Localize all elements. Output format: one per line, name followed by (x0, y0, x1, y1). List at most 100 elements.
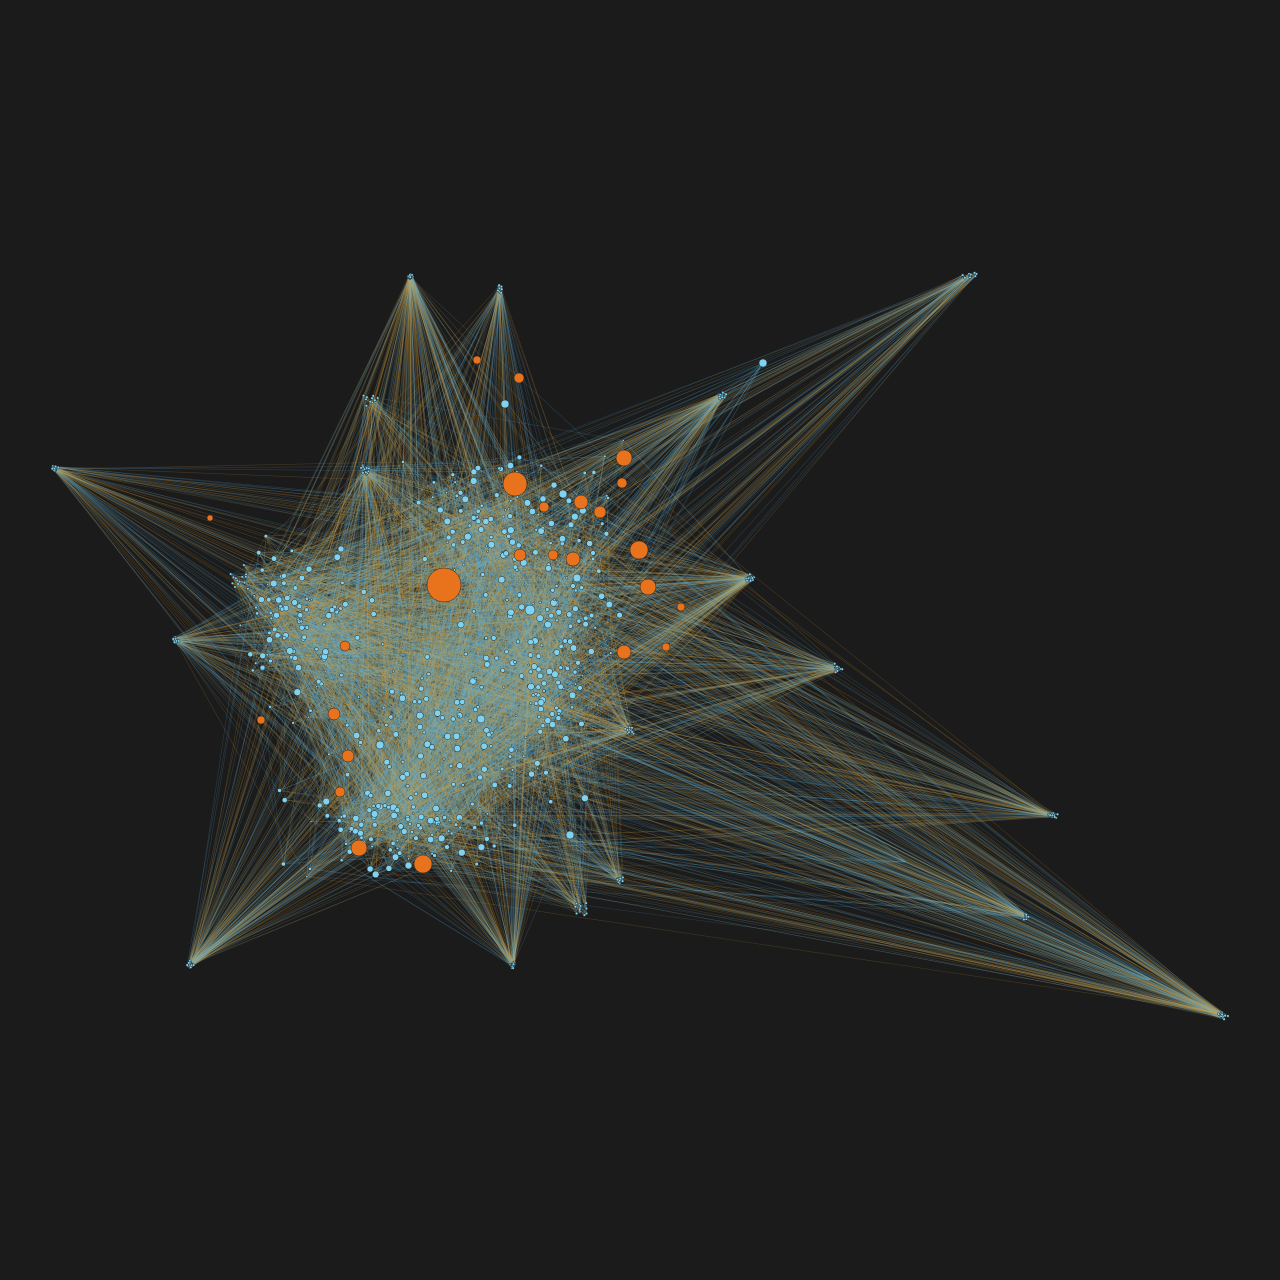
graph-edge (254, 595, 548, 625)
graph-edge (299, 621, 541, 677)
graph-edge (367, 615, 511, 794)
graph-edge (265, 535, 438, 714)
graph-edge (477, 468, 495, 639)
graph-edge (533, 568, 549, 696)
graph-edge (325, 670, 548, 721)
graph-edge (262, 471, 475, 657)
graph-edge (384, 615, 592, 806)
graph-edge (328, 615, 438, 714)
graph-edge (411, 795, 425, 833)
graph-edge (475, 555, 568, 679)
graph-edge (276, 576, 282, 616)
graph-edge (303, 496, 518, 640)
graph-edge (337, 557, 461, 828)
graph-edge (477, 511, 488, 839)
graph-edge (349, 761, 388, 852)
graph-edge (289, 620, 558, 652)
graph-edge (402, 609, 548, 699)
graph-edge (518, 545, 524, 757)
graph-edge (319, 658, 402, 694)
graph-edge (413, 667, 568, 808)
graph-edge (321, 468, 502, 657)
graph-edge (334, 606, 531, 704)
graph-edge (250, 654, 443, 719)
graph-edge (342, 582, 493, 733)
graph-edge (250, 654, 576, 673)
graph-edge (308, 533, 607, 718)
graph-edge (267, 654, 531, 672)
graph-edge (400, 797, 412, 827)
graph-edge (459, 608, 576, 821)
graph-edge (278, 536, 468, 601)
graph-edge (407, 508, 510, 818)
graph-edge (337, 510, 479, 558)
graph-edge (393, 670, 488, 815)
graph-edge (273, 518, 475, 584)
graph-edge (443, 495, 498, 760)
graph-edge (469, 518, 475, 721)
graph-edge (386, 724, 421, 757)
graph-edge (279, 771, 440, 791)
graph-edge (298, 602, 541, 668)
graph-edge (301, 627, 435, 683)
graph-edge (508, 510, 583, 537)
graph-edge (285, 591, 364, 636)
graph-edge (482, 536, 509, 575)
graph-edge (284, 653, 466, 801)
graph-edge (426, 656, 463, 853)
graph-edge (407, 508, 510, 800)
graph-edge (488, 564, 549, 735)
graph-edge (328, 615, 571, 627)
graph-edge (402, 559, 426, 699)
graph-edge (584, 472, 594, 554)
graph-edge (535, 620, 558, 694)
graph-edge (410, 542, 551, 799)
graph-edge (392, 734, 397, 844)
graph-edge (359, 595, 602, 833)
graph-edge (431, 824, 439, 835)
graph-edge (456, 495, 557, 587)
graph-edge (462, 541, 532, 656)
graph-edge (323, 501, 584, 625)
graph-edge (483, 745, 511, 757)
graph-edge (337, 610, 487, 731)
graph-edge (512, 514, 539, 543)
graph-edge (360, 737, 400, 743)
graph-edge (424, 558, 567, 579)
graph-edge (355, 657, 487, 832)
graph-edge (399, 536, 492, 738)
graph-edge (420, 706, 479, 829)
graph-edge (358, 553, 506, 698)
graph-edge (452, 474, 511, 502)
graph-edge (433, 482, 466, 500)
graph-edge (301, 577, 536, 642)
graph-edge (419, 623, 586, 703)
graph-edge (487, 551, 532, 656)
graph-edge (406, 680, 474, 775)
graph-edge (269, 633, 412, 799)
graph-edge (493, 606, 522, 639)
graph-edge (325, 545, 487, 672)
graph-edge (473, 471, 518, 612)
graph-edge (250, 654, 296, 659)
graph-edge (268, 599, 570, 615)
graph-edge (291, 657, 504, 688)
graph-edge (271, 518, 491, 619)
graph-edge (460, 618, 586, 625)
graph-edge (407, 666, 535, 818)
graph-edge (361, 585, 557, 825)
graph-edge (308, 545, 487, 582)
graph-edge (517, 559, 564, 689)
graph-edge (304, 626, 448, 737)
graph-edge (401, 693, 463, 703)
graph-edge (542, 620, 558, 700)
graph-edge (473, 517, 559, 683)
graph-edge (361, 664, 530, 825)
graph-edge (485, 594, 530, 686)
graph-edge (273, 558, 448, 737)
graph-edge (415, 715, 460, 795)
graph-edge (299, 621, 345, 817)
graph-edge (355, 818, 408, 820)
graph-edge (356, 735, 433, 748)
